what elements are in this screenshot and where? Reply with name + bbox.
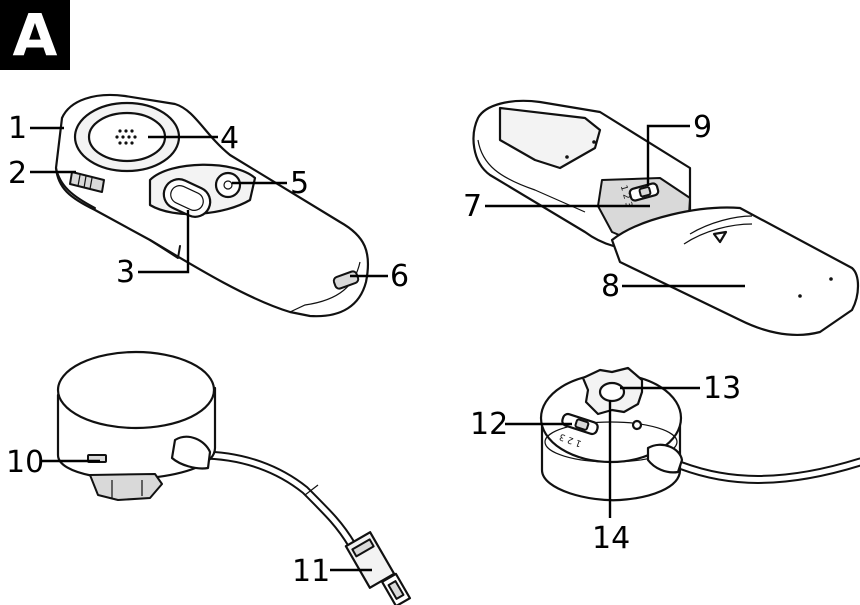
remote-rear-battery-illustration: 1 2 3 [474,101,858,335]
callout-3: 3 [116,255,135,290]
callout-13: 13 [703,371,741,406]
callout-11: 11 [292,554,330,589]
callout-5: 5 [290,166,309,201]
remote-commander-illustration [56,95,368,316]
battery-cover [612,208,858,335]
callout-8: 8 [601,269,620,304]
receiver-shoe [90,474,162,500]
lock-button [216,173,240,197]
callout-12: 12 [470,407,508,442]
receiver-top-illustration: 1 2 3 [541,368,860,500]
receiver-side-illustration [58,352,410,605]
callout-14: 14 [592,521,630,556]
callout-2: 2 [8,156,27,191]
callout-1: 1 [8,111,27,146]
receiver-top [58,352,214,428]
callout-10: 10 [6,445,44,480]
multi-terminal-plug [346,532,410,605]
callout-9: 9 [693,110,712,145]
callout-4: 4 [220,121,239,156]
callout-7: 7 [463,189,482,224]
callout-6: 6 [390,259,409,294]
